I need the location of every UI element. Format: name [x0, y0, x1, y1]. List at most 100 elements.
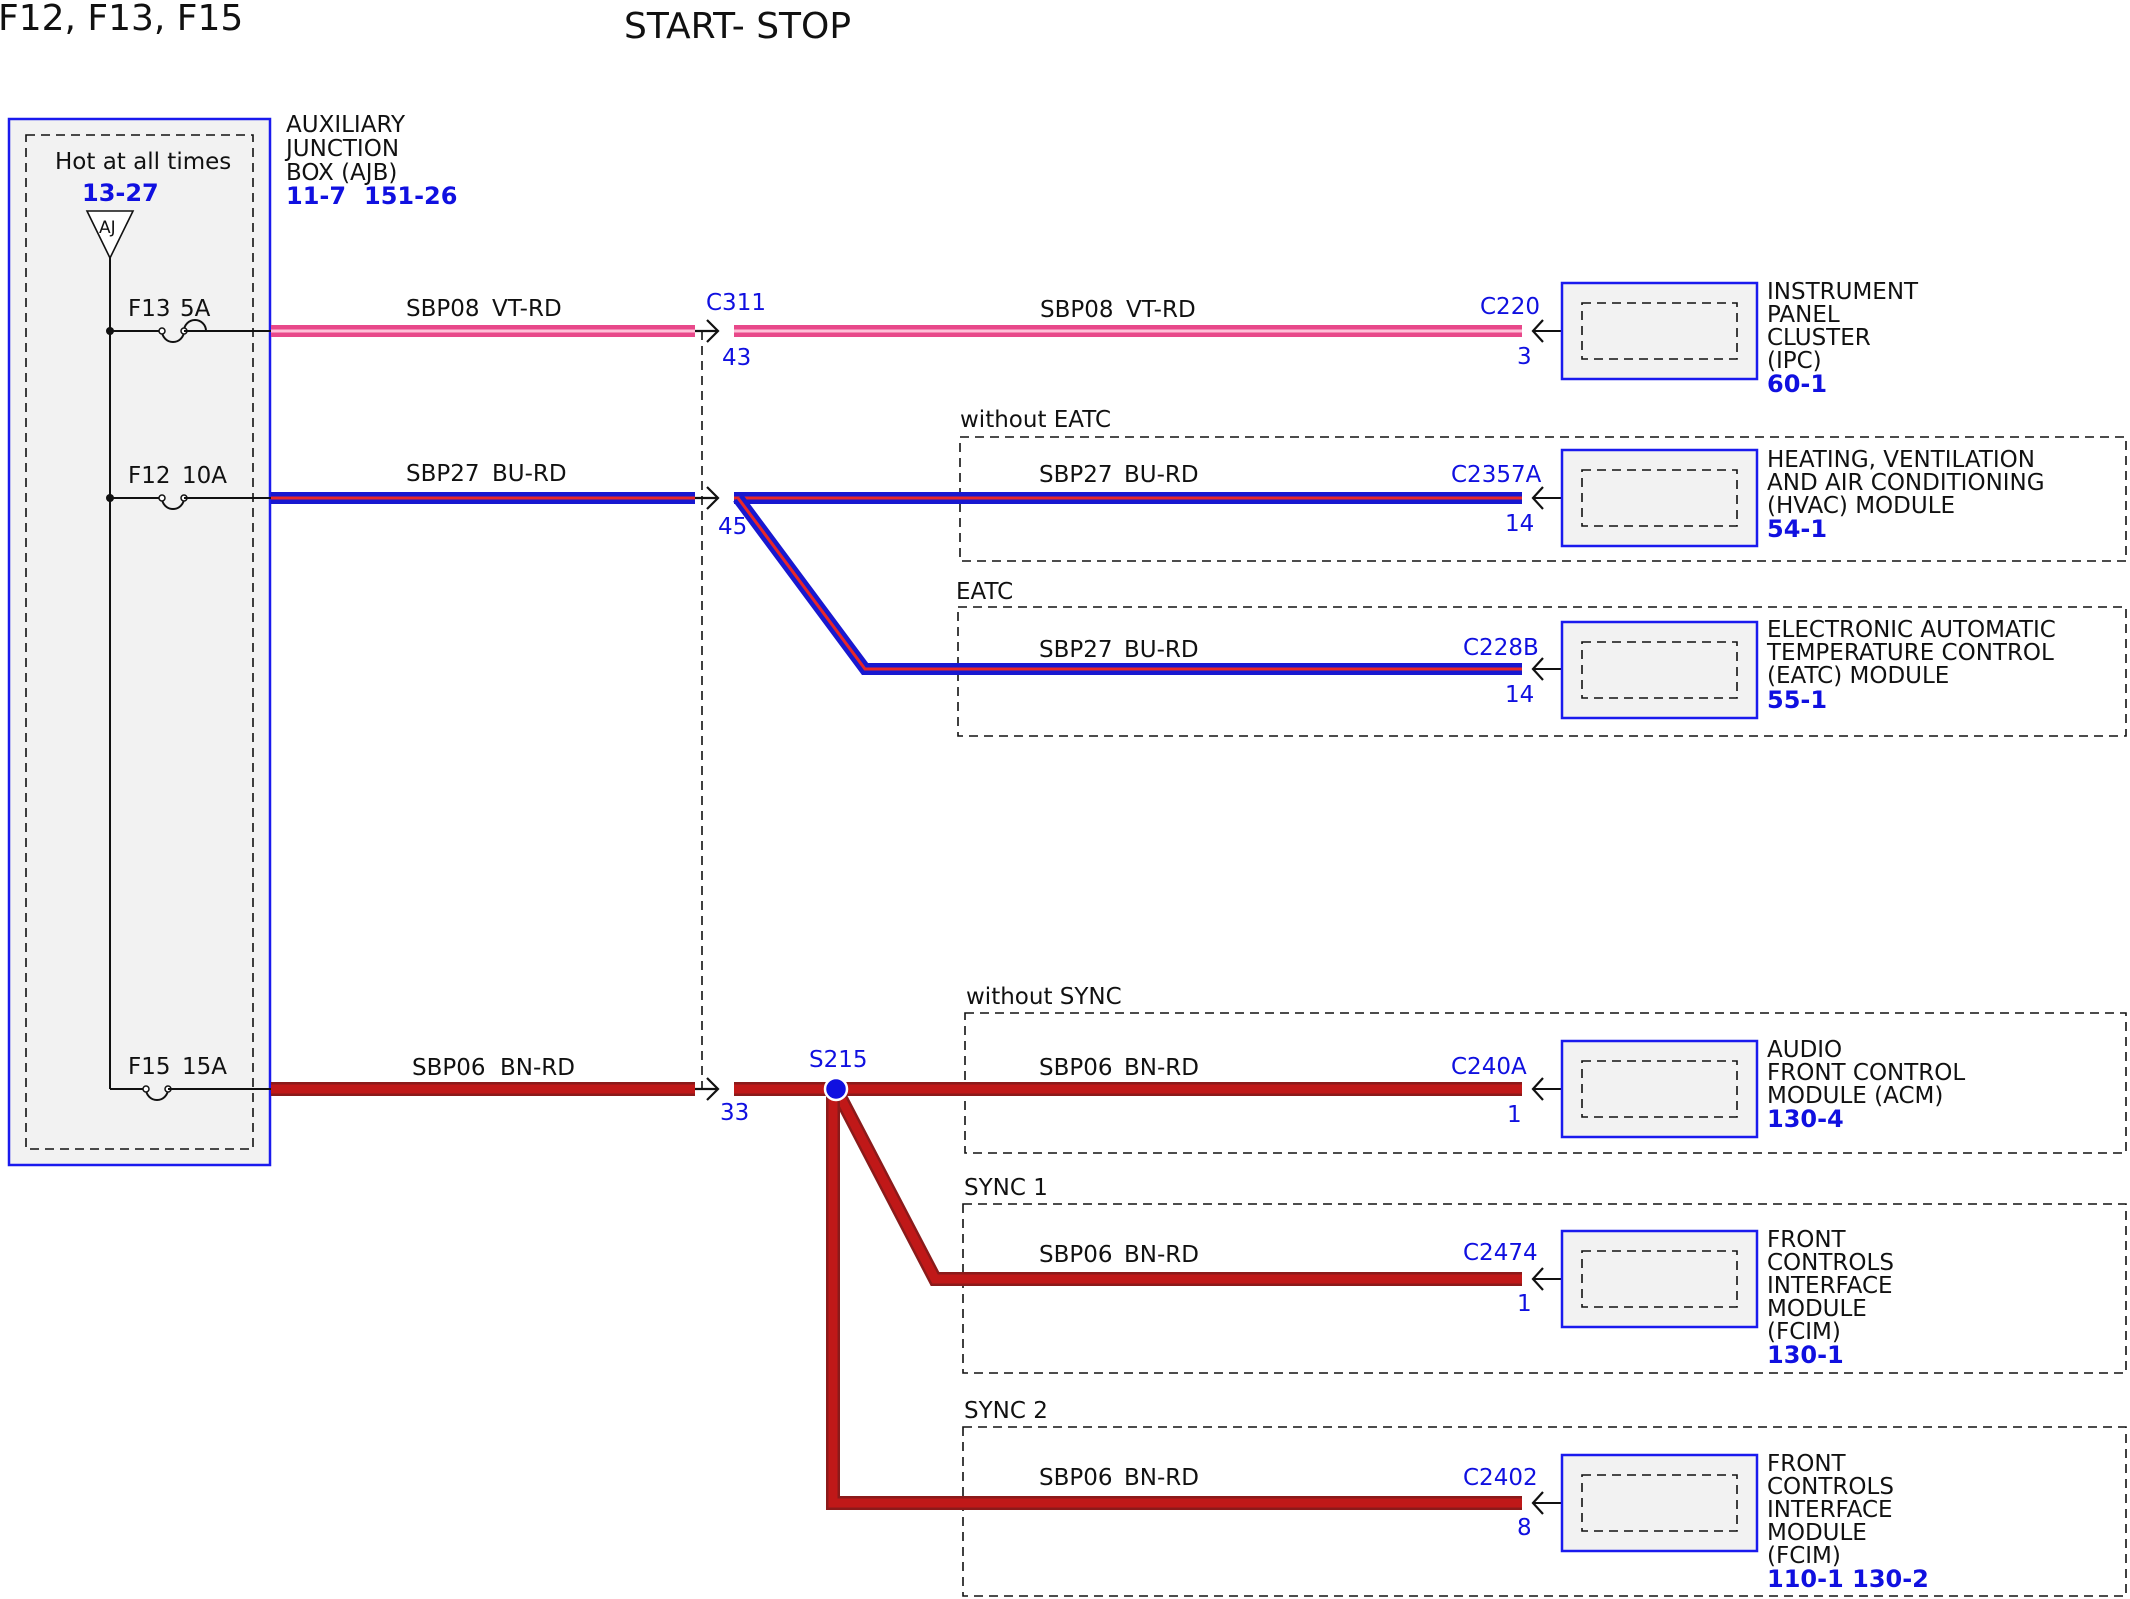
c311-pin-33: 33 — [720, 1100, 749, 1126]
option-box-eatc — [957, 606, 2127, 737]
module-eatc-ref[interactable]: 55-1 — [1767, 686, 1827, 714]
wire-label-sbp27-color-2: BU-RD — [1124, 462, 1199, 488]
splice-s215-dot[interactable] — [823, 1076, 849, 1102]
ajb-ref-1[interactable]: 11-7 — [286, 182, 346, 210]
wire-label-sbp27-color: BU-RD — [492, 461, 567, 487]
c311-label[interactable]: C311 — [706, 290, 766, 316]
svg-text:CONTROLS: CONTROLS — [1767, 1474, 1894, 1500]
svg-text:CLUSTER: CLUSTER — [1767, 325, 1871, 351]
c311-pin-43: 43 — [722, 345, 751, 371]
wire-label-sbp06-color-4: BN-RD — [1124, 1465, 1199, 1491]
wire-label-sbp08-color-2: VT-RD — [1126, 297, 1196, 323]
connector-c2474-pin: 1 — [1517, 1291, 1532, 1317]
fuse-icon — [145, 1088, 169, 1101]
system-title: START- STOP — [624, 6, 851, 47]
ajb-box[interactable] — [7, 117, 272, 1167]
wire-sbp06-branch-to-c2474[interactable] — [829, 1085, 1522, 1286]
wire-label-sbp06-circuit: SBP06 — [412, 1055, 486, 1081]
connector-c2474-label[interactable]: C2474 — [1463, 1240, 1538, 1266]
wire-label-sbp06-circuit-2: SBP06 — [1039, 1055, 1113, 1081]
option-label-eatc: EATC — [956, 579, 1013, 605]
option-label-without-sync: without SYNC — [966, 984, 1122, 1010]
module-fcim-2[interactable] — [1531, 1453, 1759, 1553]
hot-at-all-times-label: Hot at all times — [55, 149, 231, 175]
fuse-f13-rating: 5A — [180, 296, 211, 322]
male-connector-arrow-icon — [706, 486, 720, 510]
module-fcim-1-ref[interactable]: 130-1 — [1767, 1341, 1844, 1369]
wire-label-sbp06-circuit-4: SBP06 — [1039, 1465, 1113, 1491]
option-label-sync-2: SYNC 2 — [964, 1398, 1048, 1424]
module-acm[interactable] — [1531, 1039, 1759, 1139]
option-box-without-sync — [964, 1012, 2127, 1154]
wire-label-sbp08-circuit: SBP08 — [406, 296, 480, 322]
connector-c228b-label[interactable]: C228B — [1463, 635, 1539, 661]
fuses-title: F12, F13, F15 — [0, 0, 243, 39]
fuse-f13[interactable] — [106, 319, 272, 343]
svg-text:(FCIM): (FCIM) — [1767, 1319, 1841, 1345]
power-source-triangle-icon — [85, 210, 135, 260]
module-hvac[interactable] — [1531, 448, 1759, 548]
module-ipc-ref[interactable]: 60-1 — [1767, 370, 1827, 398]
module-eatc-name: ELECTRONIC AUTOMATIC TEMPERATURE CONTROL… — [1766, 617, 2056, 689]
wire-label-sbp06-circuit-3: SBP06 — [1039, 1242, 1113, 1268]
svg-text:(IPC): (IPC) — [1767, 348, 1822, 374]
svg-text:ELECTRONIC AUTOMATIC: ELECTRONIC AUTOMATIC — [1767, 617, 2056, 643]
wire-label-sbp27-circuit: SBP27 — [406, 461, 480, 487]
module-eatc[interactable] — [1531, 620, 1759, 720]
wire-label-sbp27-circuit-2: SBP27 — [1039, 462, 1113, 488]
svg-text:INTERFACE: INTERFACE — [1767, 1497, 1893, 1523]
module-fcim-2-ref[interactable]: 110-1 130-2 — [1767, 1565, 1929, 1593]
wire-sbp27-branch-to-c228b[interactable] — [733, 494, 1522, 675]
module-ipc-name: INSTRUMENT PANEL CLUSTER (IPC) — [1767, 279, 1919, 374]
wire-label-sbp06-color-2: BN-RD — [1124, 1055, 1199, 1081]
ajb-name-line-1: AUXILIARY — [286, 112, 406, 138]
wire-label-sbp08-circuit-2: SBP08 — [1040, 297, 1114, 323]
fuse-f13-id: F13 — [128, 296, 171, 322]
fuse-icon — [161, 497, 185, 510]
fuse-f12-rating: 10A — [182, 463, 227, 489]
module-acm-name: AUDIO FRONT CONTROL MODULE (ACM) — [1767, 1037, 1965, 1109]
connector-c228b-pin: 14 — [1505, 682, 1534, 708]
fuse-f15-rating: 15A — [182, 1054, 227, 1080]
connector-c2402-label[interactable]: C2402 — [1463, 1465, 1538, 1491]
option-label-without-eatc: without EATC — [960, 407, 1111, 433]
module-hvac-ref[interactable]: 54-1 — [1767, 515, 1827, 543]
module-acm-ref[interactable]: 130-4 — [1767, 1105, 1844, 1133]
fuse-f12[interactable] — [106, 494, 272, 510]
c311-connector-arrows — [695, 319, 720, 1101]
wire-label-sbp06-color: BN-RD — [500, 1055, 575, 1081]
connector-c220-label[interactable]: C220 — [1480, 294, 1540, 320]
option-box-sync-2 — [962, 1426, 2127, 1597]
svg-text:FRONT: FRONT — [1767, 1227, 1847, 1253]
fuse-f15[interactable] — [110, 1085, 272, 1101]
svg-text:INSTRUMENT: INSTRUMENT — [1767, 279, 1919, 305]
svg-text:FRONT: FRONT — [1767, 1451, 1847, 1477]
wire-label-sbp08-color: VT-RD — [492, 296, 562, 322]
svg-text:(EATC) MODULE: (EATC) MODULE — [1767, 663, 1949, 689]
svg-text:FRONT CONTROL: FRONT CONTROL — [1767, 1060, 1965, 1086]
connector-c240a-pin: 1 — [1507, 1102, 1522, 1128]
connector-c2357a-pin: 14 — [1505, 511, 1534, 537]
ajb-ref-2[interactable]: 151-26 — [364, 182, 457, 210]
hot-ref[interactable]: 13-27 — [82, 179, 159, 207]
aj-label: AJ — [99, 218, 116, 238]
connector-c220-pin: 3 — [1517, 344, 1532, 370]
svg-text:HEATING, VENTILATION: HEATING, VENTILATION — [1767, 447, 2035, 473]
module-ipc[interactable] — [1531, 281, 1759, 381]
svg-text:PANEL: PANEL — [1767, 302, 1840, 328]
svg-text:MODULE (ACM): MODULE (ACM) — [1767, 1083, 1943, 1109]
connector-c2357a-label[interactable]: C2357A — [1451, 462, 1542, 488]
svg-text:MODULE: MODULE — [1767, 1520, 1867, 1546]
male-connector-arrow-icon — [706, 319, 720, 343]
ajb-inner-dashed-box — [25, 134, 254, 1150]
module-hvac-name: HEATING, VENTILATION AND AIR CONDITIONIN… — [1767, 447, 2045, 519]
c311-pin-45: 45 — [718, 514, 747, 540]
male-connector-arrow-icon — [706, 1077, 720, 1101]
svg-text:CONTROLS: CONTROLS — [1767, 1250, 1894, 1276]
module-fcim-2-name: FRONT CONTROLS INTERFACE MODULE (FCIM) — [1767, 1451, 1894, 1569]
module-fcim-1[interactable] — [1531, 1229, 1759, 1329]
wire-sbp06-branch-to-c2402[interactable] — [826, 1089, 1522, 1510]
connector-c240a-label[interactable]: C240A — [1451, 1054, 1527, 1080]
splice-s215-label[interactable]: S215 — [809, 1047, 868, 1073]
